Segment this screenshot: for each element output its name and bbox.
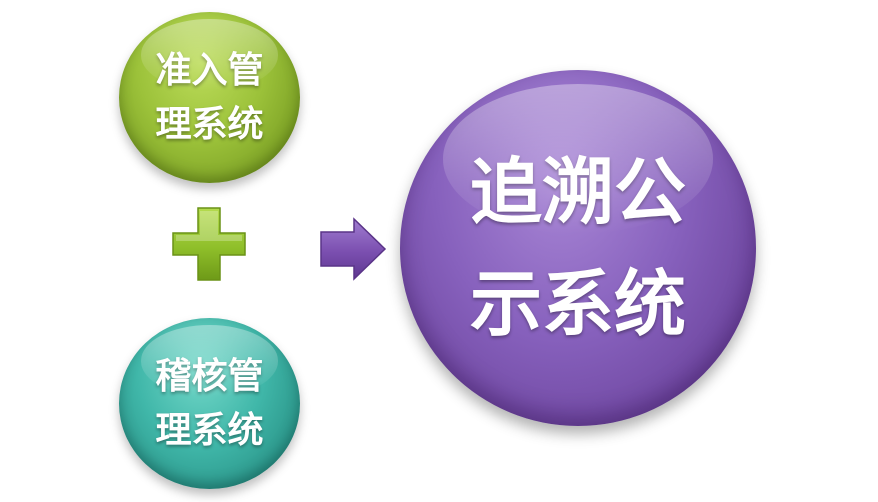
admission-system-circle: 准入管 理系统 (119, 12, 300, 183)
traceability-system-label-line2: 示系统 (469, 262, 686, 346)
traceability-system-label-line1: 追溯公 (469, 150, 686, 234)
admission-system-label-line2: 理系统 (155, 103, 264, 145)
audit-system-label-line2: 理系统 (155, 409, 264, 451)
audit-system-circle: 稽核管 理系统 (119, 318, 300, 489)
plus-icon (172, 207, 246, 281)
admission-system-label-line1: 准入管 (155, 49, 264, 91)
audit-system-label-line1: 稽核管 (155, 355, 264, 397)
arrow-right-icon (320, 217, 387, 281)
traceability-system-circle: 追溯公 示系统 (400, 70, 756, 426)
